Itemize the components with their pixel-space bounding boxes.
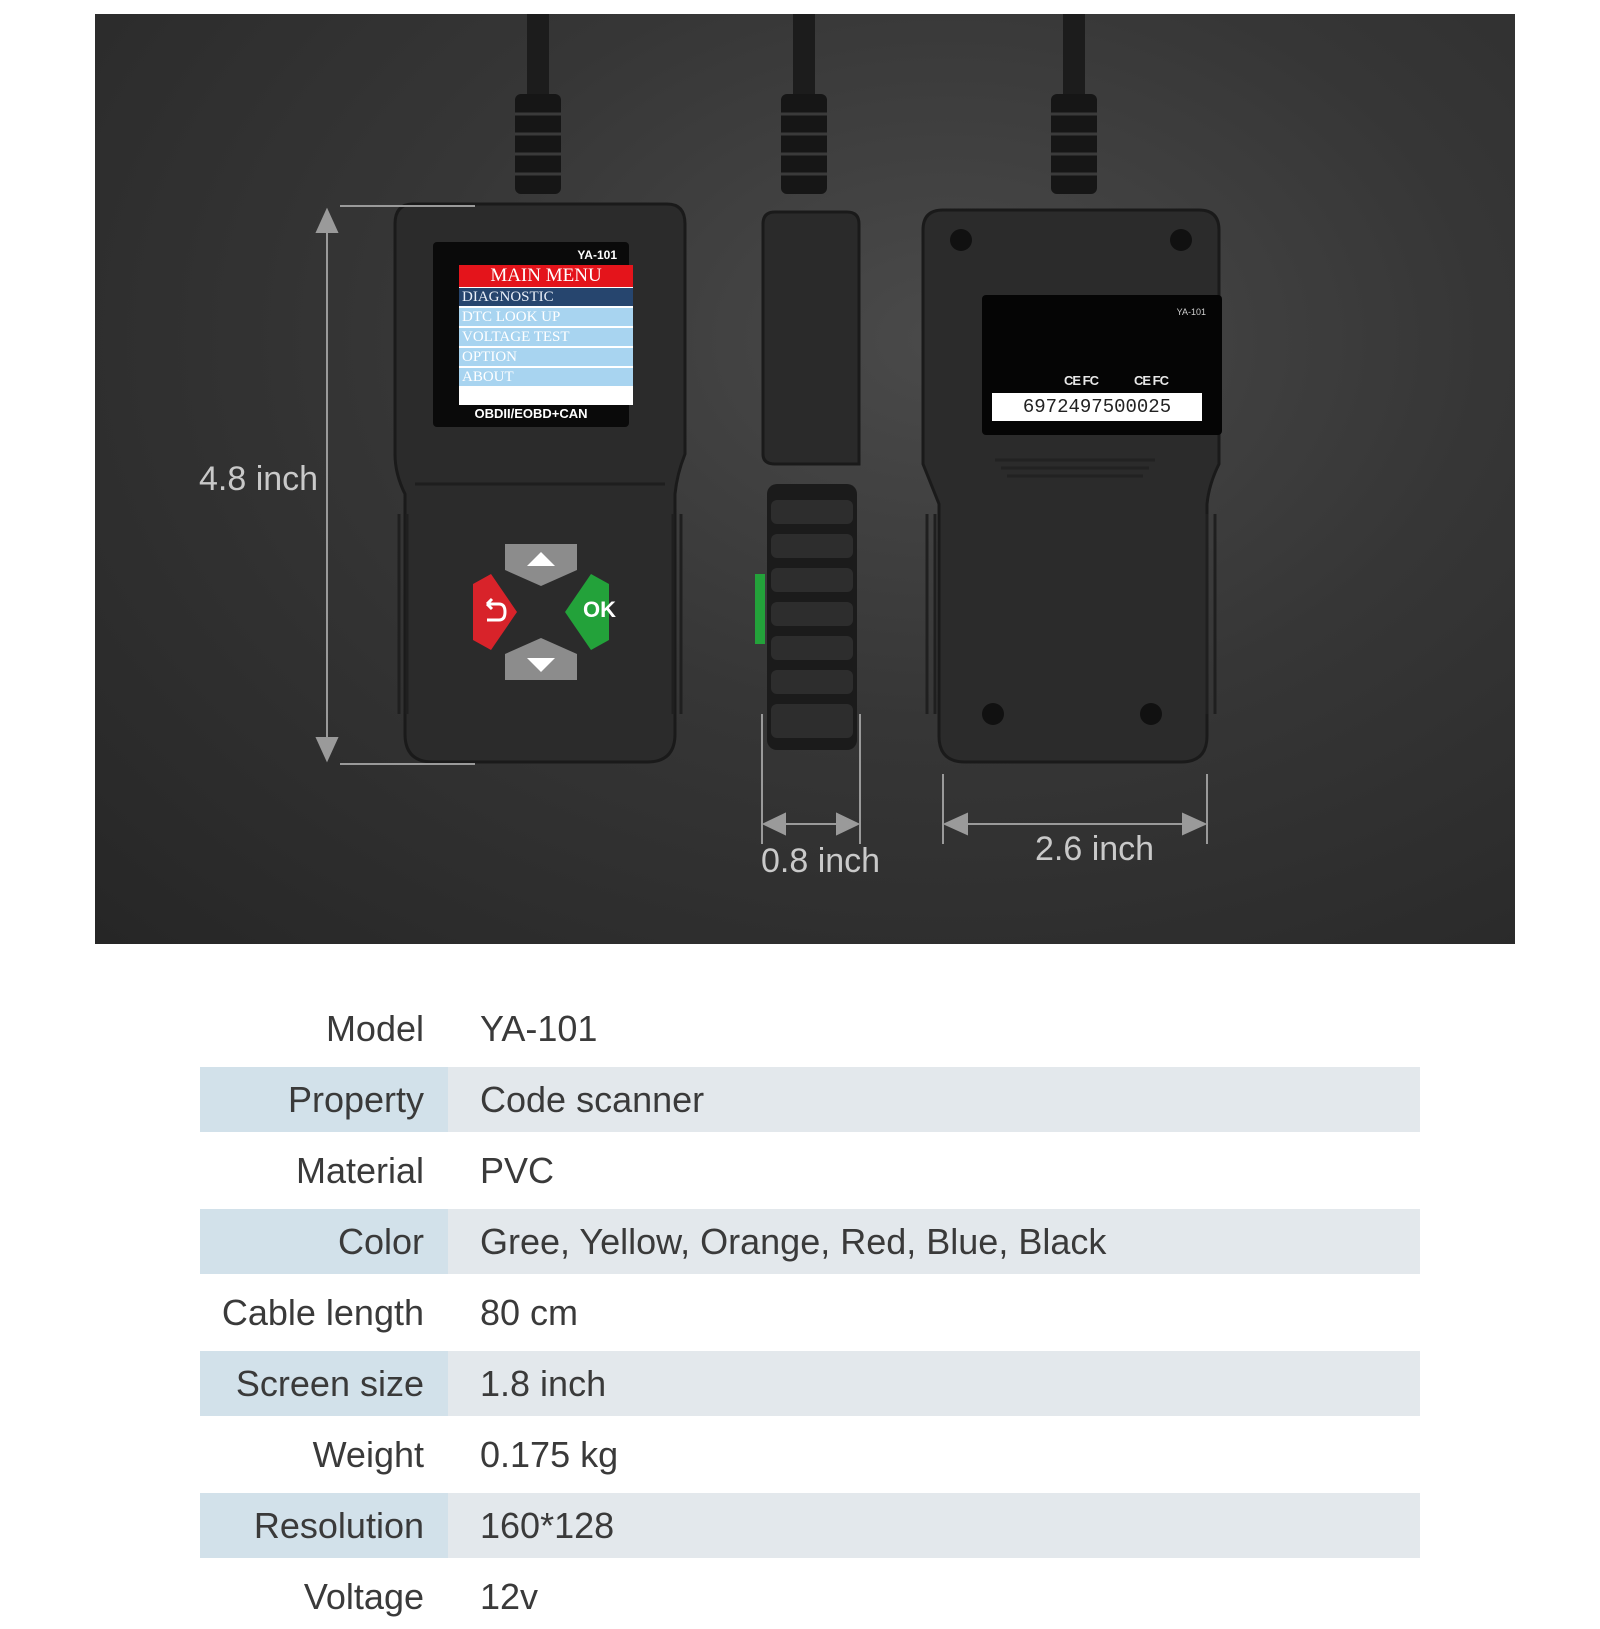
product-photo: 4.8 inch 0.8 inch 2.6 inch YA-101 MAIN M…	[95, 14, 1515, 944]
width-dimension	[942, 774, 1208, 844]
depth-label: 0.8 inch	[761, 842, 881, 880]
spec-row-property: Property Code scanner	[200, 1061, 1420, 1138]
menu-item-voltage-test[interactable]: VOLTAGE TEST	[459, 328, 633, 346]
spec-label: Property	[200, 1061, 448, 1138]
spec-value: 160*128	[448, 1487, 1420, 1564]
back-sticker: YA-101 CE FC CE FC 6972497500025	[982, 295, 1222, 435]
back-strain-relief	[1051, 94, 1097, 194]
menu-title: MAIN MENU	[459, 265, 633, 287]
back-model-label: YA-101	[1176, 307, 1206, 317]
ok-label: OK	[583, 597, 616, 622]
return-icon	[485, 597, 507, 622]
spec-label: Resolution	[200, 1487, 448, 1564]
spec-table: Model YA-101 Property Code scanner Mater…	[200, 996, 1420, 1629]
back-grip-ridges	[925, 514, 1217, 714]
screen-footer-label: OBDII/EOBD+CAN	[474, 406, 588, 421]
back-cable	[1063, 14, 1085, 114]
lcd-display: MAIN MENU DIAGNOSTIC DTC LOOK UP VOLTAGE…	[459, 265, 633, 405]
spec-row-screen-size: Screen size 1.8 inch	[200, 1345, 1420, 1422]
spec-row-cable-length: Cable length 80 cm	[200, 1277, 1420, 1348]
spec-value: 1.8 inch	[448, 1345, 1420, 1422]
spec-value: 80 cm	[480, 1291, 579, 1333]
front-cable	[527, 14, 549, 114]
depth-dimension	[761, 714, 861, 844]
spec-row-material: Material PVC	[200, 1135, 1420, 1206]
menu-item-option[interactable]: OPTION	[459, 348, 633, 366]
front-strain-relief	[515, 94, 561, 194]
menu-item-diagnostic[interactable]: DIAGNOSTIC	[459, 288, 633, 306]
spec-label: Cable length	[221, 1291, 424, 1333]
side-device-body	[761, 210, 861, 466]
back-vent	[995, 458, 1155, 478]
side-ok-button	[755, 574, 765, 644]
side-cable	[793, 14, 815, 114]
height-label: 4.8 inch	[199, 460, 319, 498]
spec-label: Voltage	[303, 1575, 424, 1617]
spec-label: Color	[200, 1203, 448, 1280]
spec-value: YA-101	[480, 1007, 598, 1049]
spec-row-color: Color Gree, Yellow, Orange, Red, Blue, B…	[200, 1203, 1420, 1280]
device-screen: YA-101 MAIN MENU DIAGNOSTIC DTC LOOK UP …	[433, 242, 633, 427]
spec-row-voltage: Voltage 12v	[200, 1561, 1420, 1629]
spec-label: Material	[295, 1149, 424, 1191]
menu-item-dtc-look-up[interactable]: DTC LOOK UP	[459, 308, 633, 326]
back-button[interactable]	[473, 574, 517, 650]
spec-value: Gree, Yellow, Orange, Red, Blue, Black	[448, 1203, 1420, 1280]
side-strain-relief	[781, 94, 827, 194]
menu-item-about[interactable]: ABOUT	[459, 368, 633, 386]
spec-row-model: Model YA-101	[200, 996, 1420, 1064]
spec-row-weight: Weight 0.175 kg	[200, 1419, 1420, 1490]
spec-value: PVC	[480, 1149, 555, 1191]
screen-model-label: YA-101	[577, 248, 617, 262]
spec-label: Screen size	[200, 1345, 448, 1422]
front-grip-ridges	[397, 514, 683, 714]
spec-label: Weight	[312, 1433, 424, 1475]
spec-value: Code scanner	[448, 1061, 1420, 1138]
cert-marks-2: CE FC	[1134, 373, 1169, 388]
height-dimension	[315, 205, 475, 765]
up-arrow-icon	[527, 552, 555, 566]
spec-value: 0.175 kg	[480, 1433, 619, 1475]
ok-button[interactable]	[565, 574, 609, 650]
cert-marks-1: CE FC	[1064, 373, 1099, 388]
barcode-number: 6972497500025	[992, 393, 1202, 421]
spec-row-resolution: Resolution 160*128	[200, 1487, 1420, 1564]
back-device-body	[921, 208, 1221, 764]
width-label: 2.6 inch	[1035, 830, 1155, 868]
spec-value: 12v	[480, 1575, 539, 1617]
spec-label: Model	[325, 1007, 424, 1049]
down-arrow-icon	[527, 658, 555, 672]
screw-holes	[950, 229, 1192, 725]
